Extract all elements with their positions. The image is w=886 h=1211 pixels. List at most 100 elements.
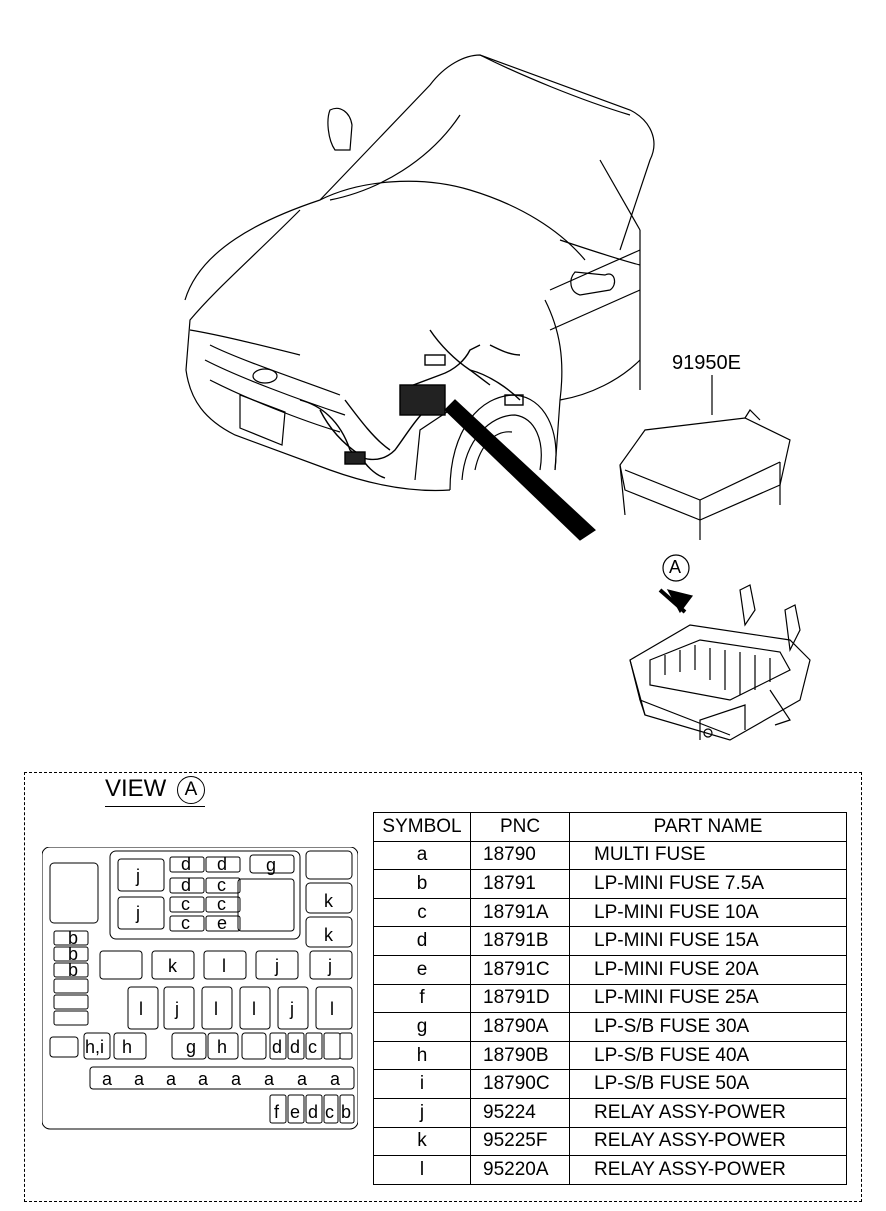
cell-symbol: i: [373, 1069, 471, 1099]
label-a: a: [134, 1069, 145, 1089]
label-a: a: [264, 1069, 275, 1089]
label-d: d: [290, 1037, 300, 1057]
label-g: g: [266, 855, 276, 875]
cell-part-name: LP-MINI FUSE 25A: [569, 983, 847, 1014]
cell-part-name: RELAY ASSY-POWER: [569, 1155, 847, 1185]
fusebox-cover: [619, 375, 791, 540]
label-b: b: [68, 944, 78, 964]
label-e: e: [217, 913, 227, 933]
label-l: l: [214, 999, 218, 1019]
label-d: d: [181, 875, 191, 895]
cell-pnc: 95224: [470, 1097, 570, 1128]
cell-part-name: LP-MINI FUSE 15A: [569, 926, 847, 956]
label-l: l: [330, 999, 334, 1019]
label-h: h: [217, 1037, 227, 1057]
label-j: j: [289, 999, 294, 1019]
label-a: a: [198, 1069, 209, 1089]
label-k: k: [324, 925, 334, 945]
table-header-row: SYMBOL PNC PART NAME: [373, 812, 847, 842]
cell-symbol: l: [373, 1155, 471, 1185]
cell-pnc: 18791: [470, 869, 570, 899]
cell-symbol: k: [373, 1126, 471, 1157]
cell-part-name: RELAY ASSY-POWER: [569, 1097, 847, 1128]
view-label: VIEW: [105, 775, 167, 802]
label-d: d: [308, 1102, 318, 1122]
header-part-name: PART NAME: [569, 812, 847, 842]
label-c: c: [325, 1102, 334, 1122]
label-c: c: [217, 894, 226, 914]
label-a: a: [330, 1069, 341, 1089]
cell-pnc: 18791C: [470, 954, 570, 985]
cell-symbol: g: [373, 1012, 471, 1042]
fusebox-block: [629, 584, 811, 741]
label-a: a: [102, 1069, 113, 1089]
label-l: l: [222, 956, 226, 976]
cell-pnc: 18791A: [470, 897, 570, 928]
label-a: a: [297, 1069, 308, 1089]
label-a: a: [231, 1069, 242, 1089]
cell-symbol: e: [373, 954, 471, 985]
label-c: c: [308, 1037, 317, 1057]
label-a: a: [166, 1069, 177, 1089]
label-b: b: [68, 928, 78, 948]
label-j: j: [135, 866, 140, 886]
label-d: d: [272, 1037, 282, 1057]
fusebox-layout: j j d d d c c c c e g k k b b b k l j j …: [42, 847, 358, 1130]
label-e: e: [290, 1102, 300, 1122]
cell-pnc: 18790: [470, 840, 570, 871]
cell-pnc: 18790C: [470, 1069, 570, 1099]
cell-pnc: 18791B: [470, 926, 570, 956]
cell-symbol: h: [373, 1040, 471, 1071]
part-number-callout: 91950E: [672, 352, 741, 374]
label-j: j: [174, 999, 179, 1019]
label-g: g: [186, 1037, 196, 1057]
label-j: j: [135, 903, 140, 923]
header-pnc: PNC: [470, 812, 570, 842]
view-marker: A: [177, 776, 206, 804]
cell-pnc: 18790B: [470, 1040, 570, 1071]
cell-part-name: LP-S/B FUSE 30A: [569, 1012, 847, 1042]
view-arrow: [658, 554, 694, 614]
header-symbol: SYMBOL: [373, 812, 471, 842]
cell-symbol: c: [373, 897, 471, 928]
label-b: b: [68, 960, 78, 980]
label-k: k: [168, 956, 178, 976]
label-f: f: [274, 1102, 280, 1122]
cell-part-name: RELAY ASSY-POWER: [569, 1126, 847, 1157]
label-j: j: [327, 956, 332, 976]
view-marker-callout: A: [669, 557, 682, 577]
label-d: d: [181, 854, 191, 874]
label-c: c: [181, 913, 190, 933]
label-j: j: [274, 956, 279, 976]
label-h: h: [122, 1037, 132, 1057]
cell-part-name: LP-S/B FUSE 50A: [569, 1069, 847, 1099]
view-title: VIEW A: [105, 775, 206, 807]
cell-part-name: LP-S/B FUSE 40A: [569, 1040, 847, 1071]
cell-symbol: d: [373, 926, 471, 956]
label-c: c: [217, 875, 226, 895]
cell-symbol: j: [373, 1097, 471, 1128]
cell-part-name: LP-MINI FUSE 20A: [569, 954, 847, 985]
cell-symbol: a: [373, 840, 471, 871]
cell-part-name: MULTI FUSE: [569, 840, 847, 871]
cell-symbol: b: [373, 869, 471, 899]
label-k: k: [324, 891, 334, 911]
cell-pnc: 18791D: [470, 983, 570, 1014]
view-a-frame: [24, 772, 862, 1202]
cell-pnc: 18790A: [470, 1012, 570, 1042]
leader-strip: [444, 399, 596, 541]
label-l: l: [252, 999, 256, 1019]
